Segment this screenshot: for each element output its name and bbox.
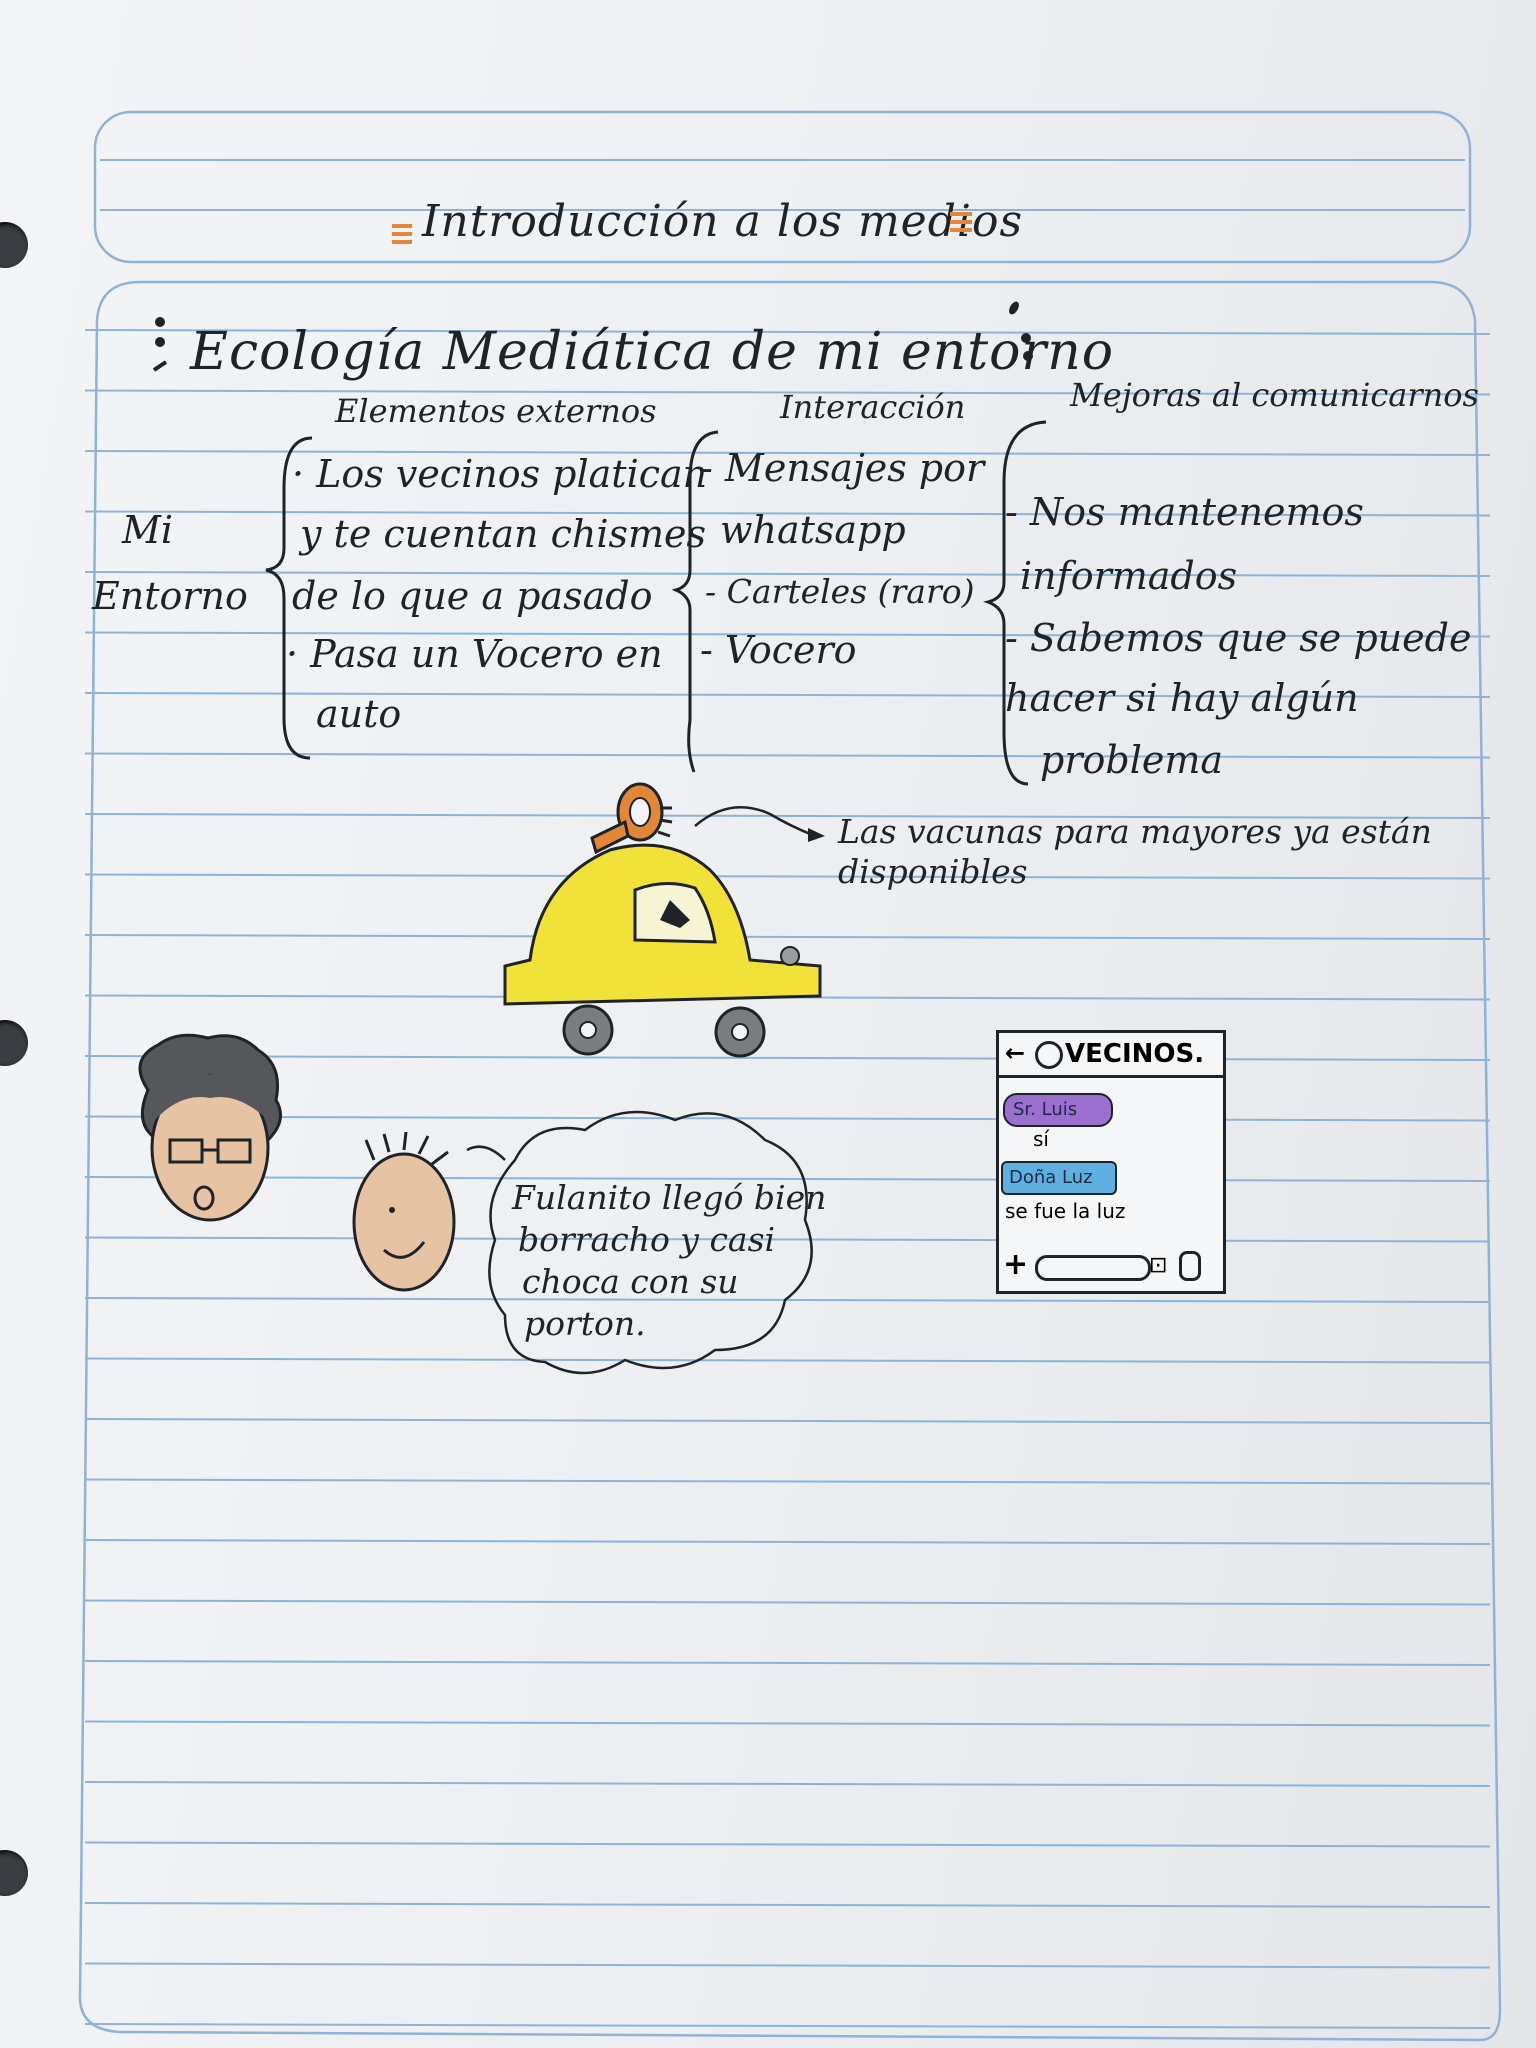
rule-line [84, 329, 1491, 335]
orange-marker-icon [392, 224, 412, 244]
loudspeaker-message-line-2: disponibles [838, 852, 1028, 891]
interaction-line-3: - Carteles (raro) [705, 572, 975, 611]
page-title: Introducción a los medios [422, 196, 1024, 247]
loudspeaker-message-line-1: Las vacunas para mayores ya están [838, 812, 1432, 851]
external-line-3: de lo que a pasado [292, 574, 653, 618]
rule-line [84, 1902, 1491, 1908]
message-input[interactable] [1035, 1255, 1151, 1281]
brace-external [265, 436, 313, 760]
sender-badge-2: Doña Luz [1001, 1161, 1117, 1195]
title-box [93, 110, 1472, 264]
rule-line [84, 1962, 1491, 1969]
speech-bubble [466, 1110, 813, 1375]
rule-line [84, 813, 1491, 819]
rule-line [84, 510, 1491, 517]
rule-line [84, 873, 1491, 880]
colon-marker-icon [1009, 301, 1033, 361]
colon-marker-icon [152, 317, 168, 372]
external-line-5: auto [316, 692, 402, 736]
content-box [78, 280, 1502, 2042]
rule-line [84, 1781, 1491, 1787]
rule-line [84, 450, 1491, 456]
back-arrow-icon[interactable]: ← [1005, 1039, 1026, 1067]
brace-improvements [982, 420, 1047, 786]
rule-line [84, 389, 1491, 396]
rule-line [84, 571, 1491, 577]
plus-icon[interactable]: + [1003, 1247, 1029, 1282]
rule-line [84, 631, 1491, 638]
microphone-icon[interactable] [1179, 1251, 1201, 1281]
external-line-2: y te cuentan chismes [300, 512, 707, 556]
rule-line [84, 934, 1491, 940]
speech-line-1: Fulanito llegó bien [512, 1178, 827, 1217]
camera-icon[interactable]: ⊡ [1149, 1253, 1168, 1278]
section-title: Ecología Mediática de mi entorno [190, 322, 1115, 382]
rule-line [84, 752, 1491, 759]
rule-line [84, 1539, 1491, 1545]
orange-marker-icon [950, 212, 972, 232]
interaction-line-4: - Vocero [700, 628, 857, 672]
chat-message-1: sí [1033, 1127, 1049, 1151]
heading-interaction: Interacción [780, 388, 966, 426]
rule-line [84, 1660, 1491, 1666]
neighbor-woman-drawing [138, 1033, 282, 1222]
rule-line [84, 1478, 1491, 1485]
speech-line-2: borracho y casi [518, 1220, 776, 1259]
car-icon [503, 843, 822, 1058]
chat-title: VECINOS. [1065, 1039, 1205, 1069]
chat-input-bar: + ⊡ [999, 1243, 1223, 1287]
improvement-line-1: - Nos mantenemos [1005, 490, 1364, 534]
improvement-line-4: hacer si hay algún [1005, 676, 1359, 720]
rule-line [84, 1599, 1491, 1606]
interaction-line-2: whatsapp [720, 508, 906, 552]
improvement-line-3: - Sabemos que se puede [1005, 616, 1472, 660]
rule-line [84, 1357, 1491, 1364]
rule-line [84, 1055, 1491, 1061]
rule-line [84, 1297, 1491, 1303]
brace-interaction [671, 430, 719, 773]
row-label-entorno: Entorno [92, 574, 248, 618]
rule-line [84, 1841, 1491, 1848]
chat-message-2: se fue la luz [1005, 1199, 1126, 1223]
improvement-line-2: informados [1020, 554, 1238, 598]
loudspeaker-icon [590, 782, 673, 855]
rule-line [84, 2023, 1491, 2029]
chat-window: ← VECINOS. Sr. Luis sí Doña Luz se fue l… [996, 1030, 1226, 1294]
rule-line [84, 1418, 1491, 1424]
row-label-mi: Mi [122, 508, 174, 552]
improvement-line-5: problema [1040, 738, 1224, 782]
rule-line [84, 1236, 1491, 1243]
speech-line-4: porton. [524, 1304, 646, 1343]
neighbor-man-drawing [352, 1131, 456, 1292]
loudspeaker-car-drawing [503, 782, 822, 1058]
rule-line [84, 692, 1491, 698]
speech-line-3: choca con su [522, 1262, 739, 1301]
interaction-line-1: - Mensajes por [700, 446, 985, 490]
rule-line [84, 1176, 1491, 1182]
heading-improvements: Mejoras al comunicarnos [1070, 376, 1479, 414]
avatar [1035, 1041, 1063, 1069]
chat-header: ← VECINOS. [999, 1033, 1223, 1078]
rule-line [84, 1720, 1491, 1727]
rule-line [84, 1115, 1491, 1122]
message-arrow-icon [694, 806, 825, 842]
external-line-4: · Pasa un Vocero en [286, 632, 663, 676]
sender-badge-1: Sr. Luis [1003, 1093, 1113, 1127]
heading-external: Elementos externos [335, 392, 657, 430]
external-line-1: · Los vecinos platican [292, 452, 708, 496]
